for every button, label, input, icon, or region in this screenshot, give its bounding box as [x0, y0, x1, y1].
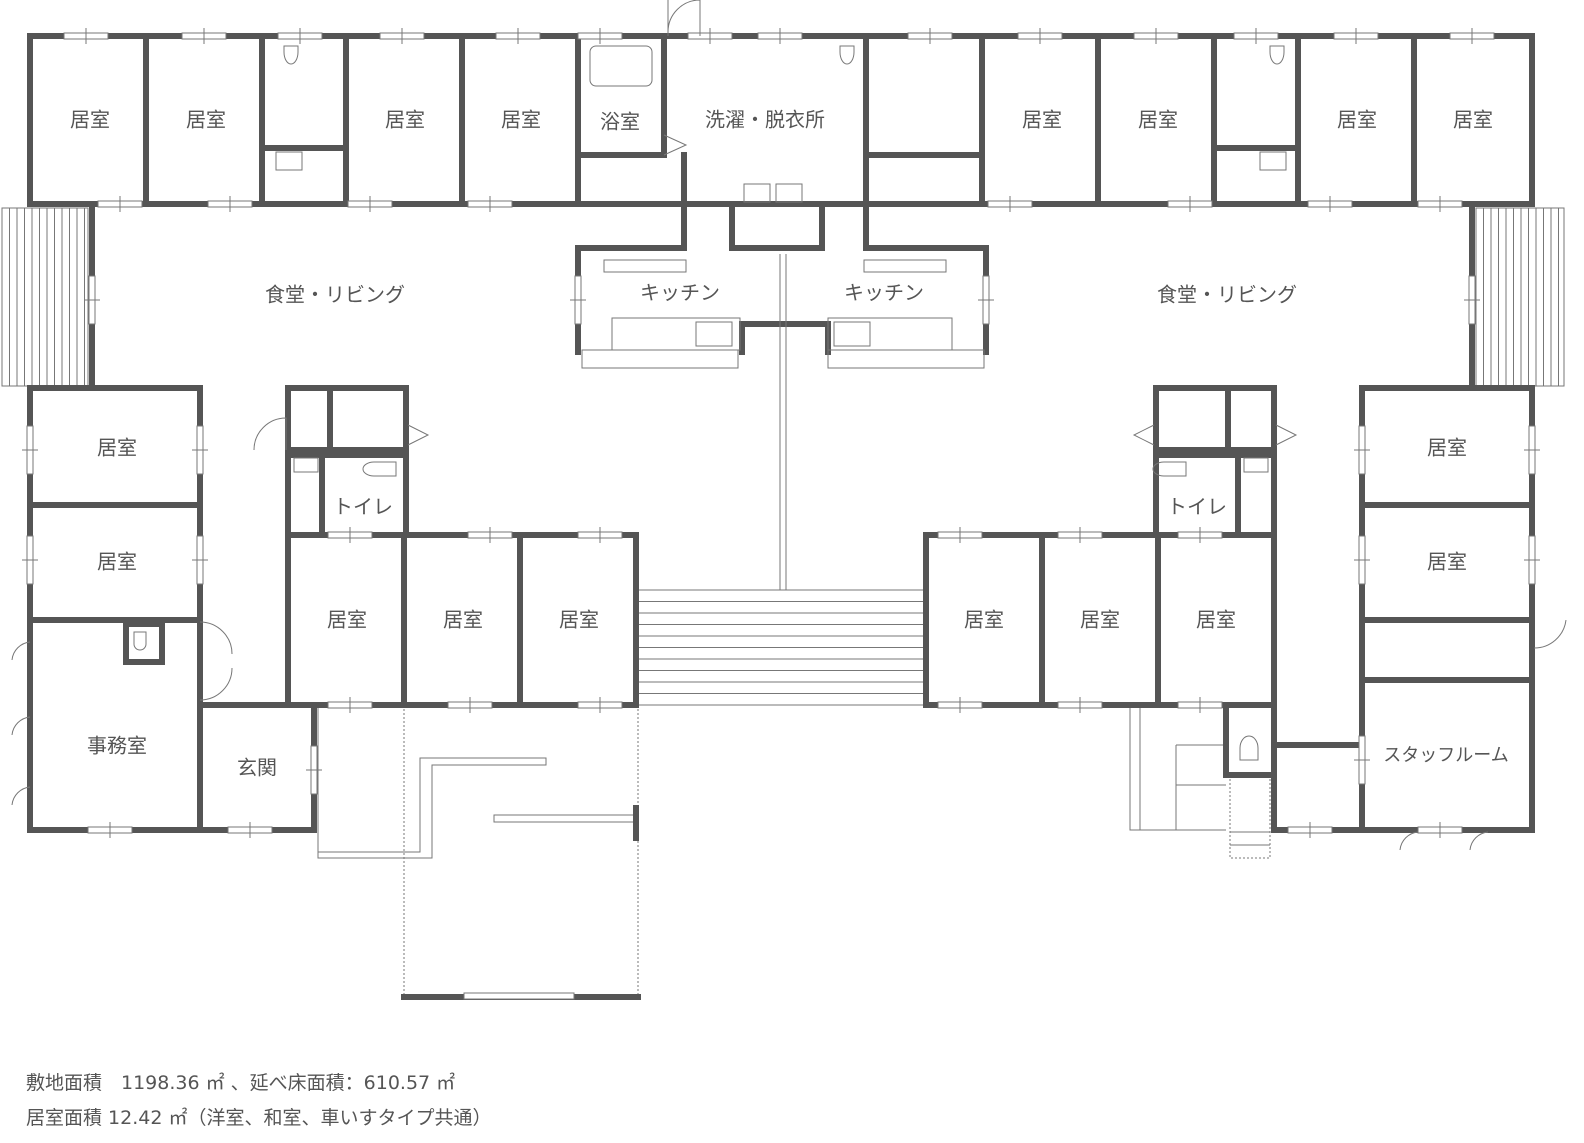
door-swing: [11, 641, 31, 806]
room-label: 居室: [1453, 108, 1493, 132]
room-labels: 居室 居室 居室 居室 浴室 洗濯・脱衣所 居室 居室 居室 居室 食堂・リビン…: [70, 108, 1509, 780]
room-label: 居室: [70, 108, 110, 132]
right-deck: [1475, 207, 1565, 387]
ramp: [1129, 705, 1271, 859]
sink-icon: [293, 457, 319, 473]
toilet-icon: [1239, 735, 1259, 761]
sink-icon: [775, 183, 803, 203]
room-label: 玄関: [237, 756, 277, 780]
room-label: 居室: [327, 608, 367, 632]
toilet-icon: [1152, 461, 1187, 477]
site-area-note: 敷地面積 1198.36 ㎡ 、延べ床面積：610.57 ㎡: [26, 1072, 456, 1094]
windows: [22, 28, 1540, 838]
toilet-icon: [1269, 45, 1285, 65]
toilet-icon: [133, 631, 147, 651]
door-swing: [199, 621, 233, 701]
room-label: 居室: [1427, 550, 1467, 574]
left-deck: [1, 207, 89, 387]
room-label: 居室: [97, 550, 137, 574]
room-label: キッチン: [640, 281, 720, 305]
room-label: 食堂・リビング: [1157, 283, 1297, 307]
room-label: キッチン: [844, 281, 924, 305]
walls: [27, 33, 1535, 833]
sink-icon: [1259, 151, 1287, 171]
door-swing: [1399, 831, 1489, 851]
room-label: トイレ: [1167, 495, 1227, 519]
room-label: 事務室: [87, 734, 147, 758]
room-label: 洗濯・脱衣所: [705, 108, 825, 132]
room-label: 居室: [186, 108, 226, 132]
sink-icon: [743, 183, 771, 203]
porch: [317, 705, 641, 1000]
room-label: 居室: [443, 608, 483, 632]
room-label: 居室: [385, 108, 425, 132]
room-label: スタッフルーム: [1383, 745, 1508, 766]
door-swing: [1533, 619, 1567, 649]
room-label: トイレ: [333, 495, 393, 519]
room-label: 居室: [1337, 108, 1377, 132]
room-label: 居室: [501, 108, 541, 132]
door-swing: [253, 417, 287, 451]
room-label: 居室: [1138, 108, 1178, 132]
room-label: 居室: [964, 608, 1004, 632]
room-label: 居室: [1022, 108, 1062, 132]
room-label: 居室: [1196, 608, 1236, 632]
central-deck: [637, 589, 925, 706]
toilet-icon: [283, 45, 299, 65]
room-label: 居室: [559, 608, 599, 632]
sink-icon: [275, 151, 303, 171]
room-label: 居室: [97, 436, 137, 460]
room-label: 居室: [1427, 436, 1467, 460]
stove-icon: [695, 321, 733, 347]
room-label: 浴室: [600, 110, 640, 134]
fixtures: [11, 0, 1567, 851]
bathtub-icon: [589, 45, 653, 87]
door-swing: [667, 0, 701, 36]
room-label: 居室: [1080, 608, 1120, 632]
room-area-note: 居室面積 12.42 ㎡（洋室、和室、車いすタイプ共通）: [26, 1107, 492, 1129]
toilet-icon: [362, 461, 397, 477]
room-label: 食堂・リビング: [265, 283, 405, 307]
sink-icon: [1243, 457, 1269, 473]
stove-icon: [833, 321, 871, 347]
toilet-icon: [839, 45, 855, 65]
